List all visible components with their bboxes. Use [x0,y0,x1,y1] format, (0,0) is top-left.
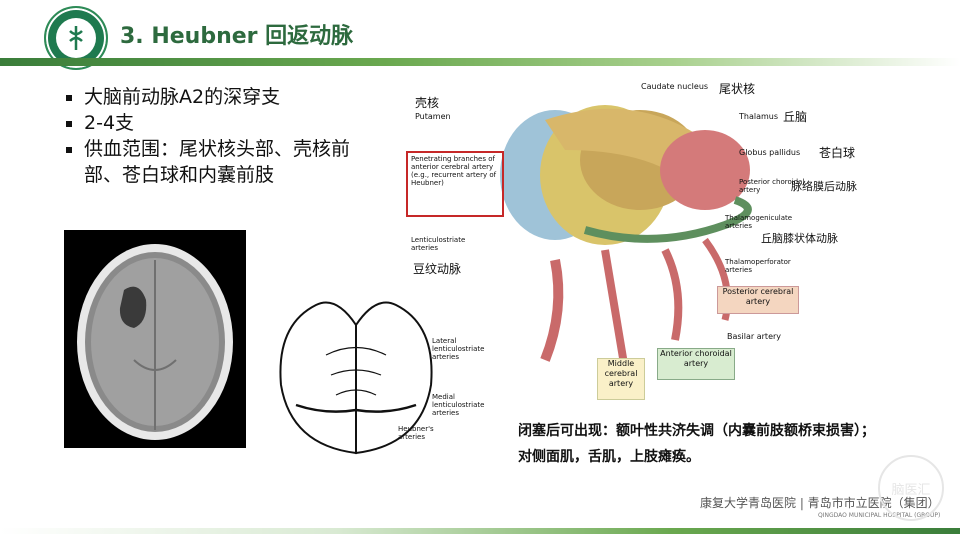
putamen-cn-label: 壳核 [415,96,440,110]
caudate-cn-label: 尾状核 [719,82,756,96]
bullet-item: 供血范围：尾状核头部、壳核前部、苍白球和内囊前肢 [84,136,360,188]
posterior-cerebral-label: Posterior cerebral artery [717,286,799,314]
title-divider [0,58,960,66]
penetrating-label: Penetrating branches of anterior cerebra… [411,155,497,187]
hospital-footer-sub: QINGDAO MUNICIPAL HOSPITAL (GROUP) [818,512,941,519]
thalamogeniculate-cn-label: 丘脑膝状体动脉 [761,232,838,245]
caudate-en-label: Caudate nucleus [641,82,709,91]
anatomy-illustration: Caudate nucleus 尾状核 壳核 Putamen Thalamus … [405,80,915,410]
lenticulostriate-cn-label: 豆纹动脉 [413,262,462,276]
thalamogeniculate-en-label: Thalamogeniculate arteries [725,214,793,230]
coronal-line-drawing: Lateral lenticulostriate arteries Medial… [256,285,496,460]
medial-lenticulostriate-label: Medial lenticulostriate arteries [432,393,485,417]
bullet-item: 2-4支 [84,110,360,136]
bullet-list: 大脑前动脉A2的深穿支 2-4支 供血范围：尾状核头部、壳核前部、苍白球和内囊前… [60,84,360,188]
page-title: 3. Heubner 回返动脉 [120,24,354,49]
globus-cn-label: 苍白球 [819,146,856,160]
anterior-choroidal-label: Anterior choroidal artery [657,348,735,380]
bullet-item: 大脑前动脉A2的深穿支 [84,84,360,110]
ct-scan-image [64,230,246,448]
globus-en-label: Globus pallidus [739,148,801,157]
lenticulostriate-en-label: Lenticulostriate arteries [411,236,466,252]
thalamoperforator-label: Thalamoperforator arteries [725,258,791,274]
bottom-divider [0,528,960,534]
posterior-choroidal-en-label: Posterior choroidal artery [739,178,805,194]
watermark-badge: 脑医汇 [878,455,944,521]
clinical-note: 闭塞后可出现：额叶性共济失调（内囊前肢额桥束损害）；对侧面肌，舌肌，上肢瘫痪。 [518,423,875,465]
middle-cerebral-label: Middle cerebral artery [597,358,645,400]
posterior-choroidal-cn-label: 脉络膜后动脉 [791,180,857,193]
thalamus-en-label: Thalamus [739,112,779,121]
heubner-label: Heubner's arteries [398,425,434,441]
thalamus-cn-label: 丘脑 [783,110,808,124]
logo-emblem-icon [56,18,96,58]
lateral-lenticulostriate-label: Lateral lenticulostriate arteries [432,337,485,361]
putamen-en-label: Putamen [415,112,451,121]
basilar-label: Basilar artery [727,332,782,341]
